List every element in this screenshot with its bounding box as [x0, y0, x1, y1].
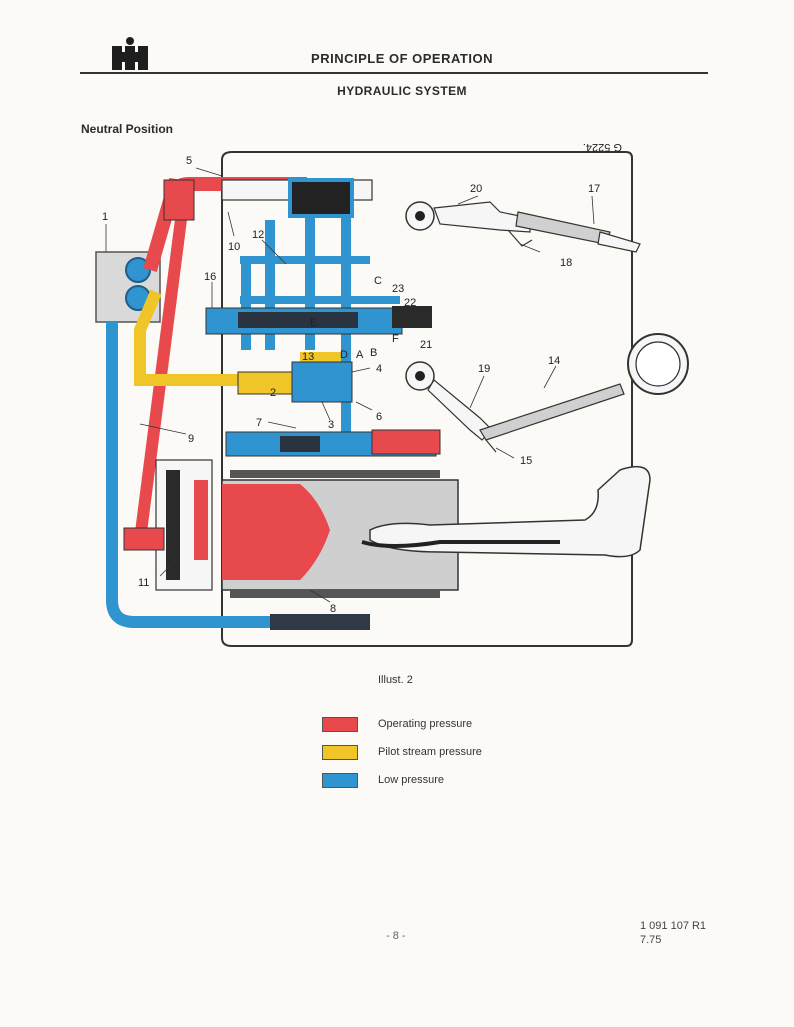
part-label-b: B — [370, 347, 377, 359]
part-label-3: 3 — [328, 419, 334, 431]
part-label-12: 12 — [252, 229, 264, 241]
part-label-18: 18 — [560, 257, 572, 269]
position-control-linkage — [405, 201, 641, 253]
page-number: - 8 - — [386, 930, 406, 942]
part-label-17: 17 — [588, 183, 600, 195]
part-label-a: A — [356, 349, 364, 361]
part-label-5: 5 — [186, 155, 192, 167]
ih-logo-icon — [112, 37, 148, 70]
header-divider — [80, 72, 708, 74]
part-label-22: 22 — [404, 297, 416, 309]
housing-outline — [221, 151, 633, 647]
part-label-16: 16 — [204, 271, 216, 283]
part-label-20: 20 — [470, 183, 482, 195]
part-label-e: E — [310, 317, 317, 329]
legend-label-pilot: Pilot stream pressure — [378, 746, 482, 758]
pipe-coupling — [163, 179, 195, 221]
leader-lines — [105, 167, 595, 603]
draft-control-linkage — [405, 333, 689, 453]
part-label-d: D — [340, 349, 348, 361]
control-valve-block — [205, 178, 441, 457]
part-label-21: 21 — [420, 339, 432, 351]
part-label-1: 1 — [102, 211, 108, 223]
legend-item-operating: Operating pressure — [322, 710, 482, 738]
part-label-6: 6 — [376, 411, 382, 423]
part-label-11: 11 — [138, 577, 149, 589]
part-label-4: 4 — [376, 363, 382, 375]
section-heading: HYDRAULIC SYSTEM — [337, 84, 467, 98]
legend-item-pilot: Pilot stream pressure — [322, 738, 482, 766]
document-reference: 1 091 107 R1 7.75 — [640, 919, 706, 947]
part-label-7: 7 — [256, 417, 262, 429]
low-pressure-return-pipe — [106, 322, 370, 628]
part-label-14: 14 — [548, 355, 560, 367]
part-label-f: F — [392, 333, 399, 345]
legend-swatch-pilot — [322, 744, 358, 760]
pilot-stream-pipe — [134, 289, 346, 386]
rockshaft-arm — [369, 465, 651, 558]
part-label-15: 15 — [520, 455, 532, 467]
filter-element — [270, 614, 370, 630]
diagram-title: Neutral Position — [81, 122, 174, 136]
part-label-10: 10 — [228, 241, 240, 253]
legend-label-operating: Operating pressure — [378, 718, 473, 730]
part-label-23: 23 — [392, 283, 404, 295]
drawing-code: G 5224. — [583, 141, 622, 153]
part-label-19: 19 — [478, 363, 490, 375]
part-label-c: C — [374, 275, 382, 287]
lift-cylinder — [221, 470, 459, 598]
safety-valve — [123, 459, 213, 591]
operating-pressure-riser — [134, 195, 190, 541]
illustration-caption: Illust. 2 — [378, 674, 413, 686]
header-title: PRINCIPLE OF OPERATION — [311, 51, 493, 66]
legend-swatch-operating — [322, 716, 358, 732]
part-label-2: 2 — [270, 387, 276, 399]
hydraulic-system-diagram: G 5224. — [95, 141, 689, 647]
legend-swatch-low — [322, 772, 358, 788]
legend-label-low: Low pressure — [378, 774, 445, 786]
part-label-9: 9 — [188, 433, 194, 445]
document-date: 7.75 — [640, 934, 662, 946]
legend-item-low: Low pressure — [322, 766, 482, 794]
part-label-13: 13 — [302, 351, 314, 363]
pressure-legend: Operating pressure Pilot stream pressure… — [322, 710, 482, 794]
document-number: 1 091 107 R1 — [640, 920, 707, 932]
part-label-8: 8 — [330, 603, 336, 615]
